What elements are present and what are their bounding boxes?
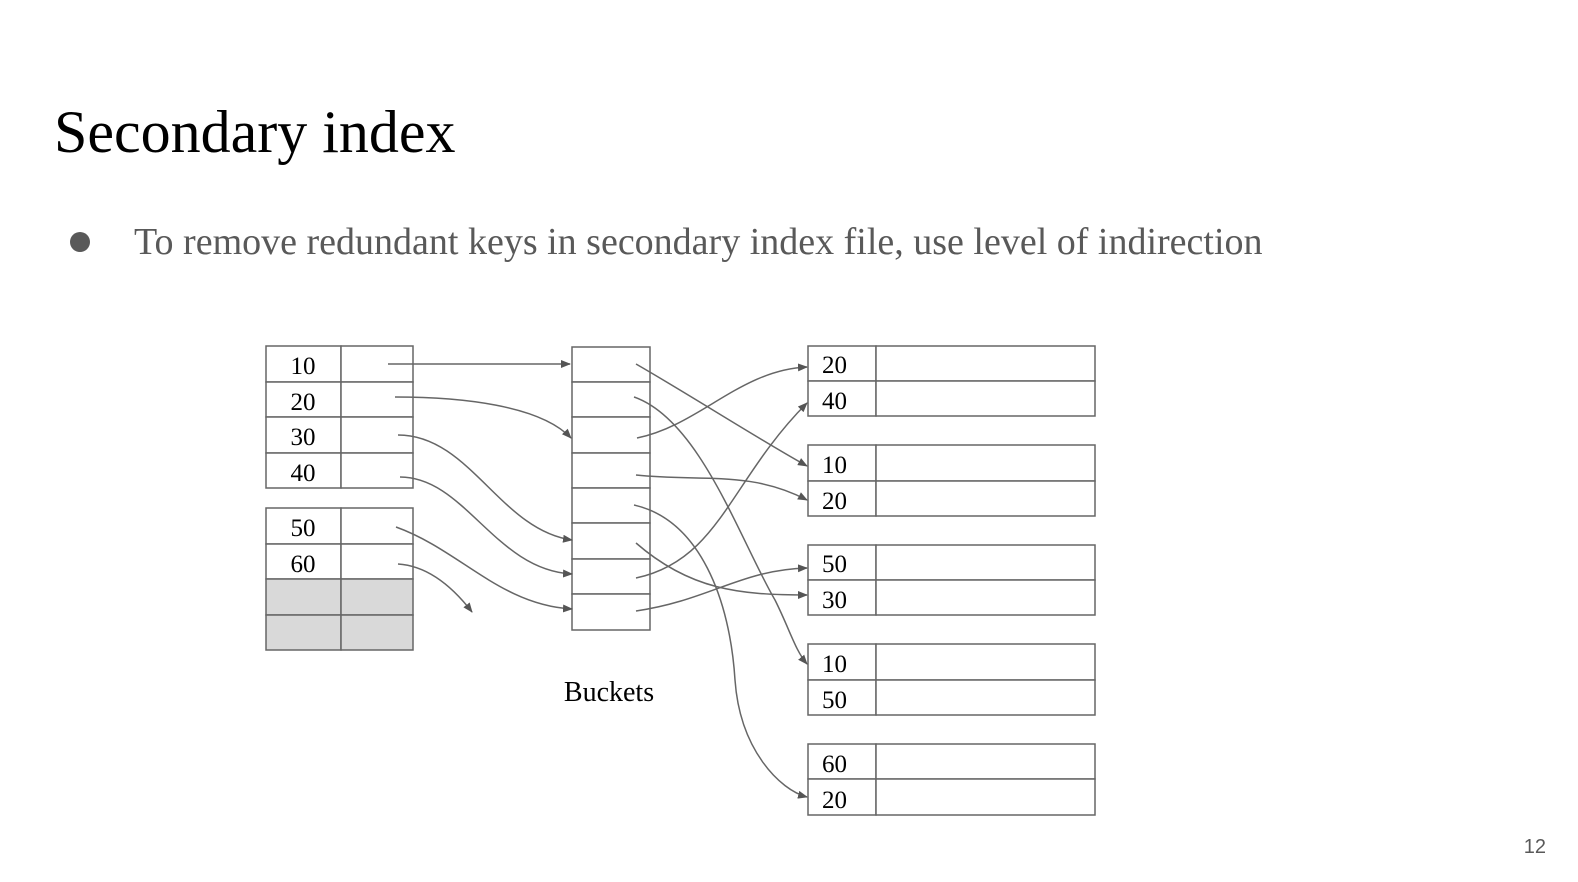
index-key: 60 (291, 551, 316, 578)
data-key: 20 (822, 352, 847, 379)
index-key: 10 (291, 353, 316, 380)
data-key: 10 (822, 452, 847, 479)
pointer-arrow (636, 363, 808, 439)
index-key: 30 (291, 424, 316, 451)
empty-cell (265, 614, 342, 651)
data-key: 10 (822, 651, 847, 678)
pointer-arrow (397, 563, 473, 613)
data-blocks (807, 345, 1096, 816)
bullet-text: To remove redundant keys in secondary in… (134, 221, 1263, 263)
index-key: 20 (291, 389, 316, 416)
data-key: 20 (822, 787, 847, 814)
pointer-arrow (635, 363, 808, 467)
index-block-1 (265, 345, 414, 489)
page-number: 12 (1523, 836, 1546, 858)
pointer-arrow (635, 542, 808, 599)
index-pointers (388, 360, 573, 613)
pointer-arrow (635, 474, 808, 501)
buckets-column (571, 346, 651, 631)
pointer-arrow (395, 526, 573, 613)
index-key: 40 (291, 460, 316, 487)
pointer-arrow (399, 476, 573, 578)
slide-title: Secondary index (54, 99, 456, 165)
bucket-pointers (633, 363, 808, 799)
index-key: 50 (291, 515, 316, 542)
index-block-2 (265, 507, 414, 651)
buckets-label: Buckets (564, 677, 654, 708)
data-key: 50 (822, 687, 847, 714)
data-key: 60 (822, 751, 847, 778)
pointer-arrow (633, 396, 808, 665)
pointer-arrow (633, 504, 808, 799)
empty-cell (265, 578, 342, 616)
empty-cell (340, 614, 414, 651)
data-key: 40 (822, 388, 847, 415)
pointer-arrow (394, 396, 572, 439)
bullet-dot (70, 232, 90, 252)
pointer-arrow (635, 564, 808, 612)
pointer-arrow (397, 434, 573, 543)
data-key: 50 (822, 551, 847, 578)
data-key: 30 (822, 587, 847, 614)
pointer-arrow (635, 402, 808, 579)
data-key: 20 (822, 488, 847, 515)
empty-cell (340, 578, 414, 616)
